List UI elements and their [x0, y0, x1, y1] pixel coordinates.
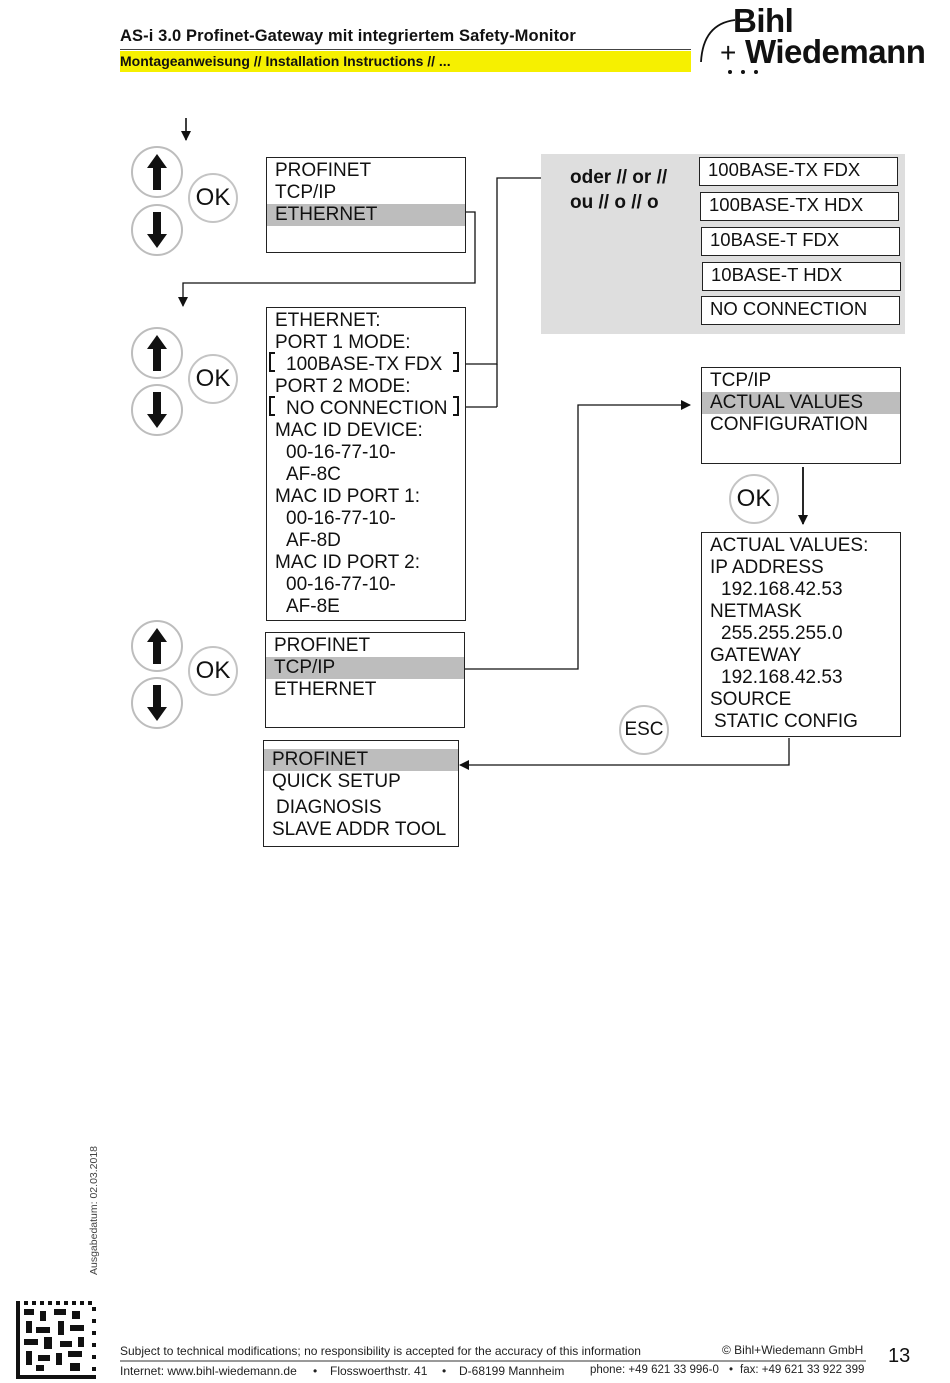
down-button[interactable] — [131, 384, 183, 436]
options-or-label: oder // or // ou // o // o — [570, 165, 667, 215]
footer-website[interactable]: Internet: www.bihl-wiedemann.de — [120, 1364, 297, 1378]
mac-device-value-2: AF-8C — [286, 464, 341, 485]
port2-mode-value[interactable]: NO CONNECTION — [286, 398, 448, 419]
mac-port1-label: MAC ID PORT 1: — [275, 486, 420, 507]
port2-mode-label: PORT 2 MODE: — [275, 376, 411, 397]
arrow-up-icon — [147, 154, 167, 190]
option-100base-tx-hdx[interactable]: 100BASE-TX HDX — [700, 192, 899, 221]
mac-port2-value-2: AF-8E — [286, 596, 340, 617]
footer-copyright: © Bihl+Wiedemann GmbH — [722, 1343, 864, 1357]
mac-device-label: MAC ID DEVICE: — [275, 420, 423, 441]
esc-button[interactable]: ESC — [619, 705, 669, 755]
up-button[interactable] — [131, 620, 183, 672]
document-subtitle: Montageanweisung // Installation Instruc… — [120, 51, 691, 72]
up-button[interactable] — [131, 146, 183, 198]
menu-item-profinet[interactable]: PROFINET — [275, 160, 372, 181]
option-100base-tx-fdx[interactable]: 100BASE-TX FDX — [699, 157, 898, 186]
menu-item-slave-addr-tool[interactable]: SLAVE ADDR TOOL — [272, 819, 447, 840]
gateway-label: GATEWAY — [710, 645, 802, 666]
option-10base-t-hdx[interactable]: 10BASE-T HDX — [702, 262, 901, 291]
mac-port1-value-2: AF-8D — [286, 530, 341, 551]
ok-button[interactable]: OK — [188, 354, 238, 404]
menu-item-profinet[interactable]: PROFINET — [264, 749, 458, 771]
or-label-line1: oder // or // — [570, 167, 668, 188]
arrow-to-options — [462, 173, 556, 365]
display-tcpip-menu: TCP/IP ACTUAL VALUES CONFIGURATION — [701, 367, 901, 464]
source-value: STATIC CONFIG — [714, 711, 858, 732]
ok-button[interactable]: OK — [188, 173, 238, 223]
footer-separator: • — [729, 1364, 734, 1376]
down-button[interactable] — [131, 204, 183, 256]
netmask-label: NETMASK — [710, 601, 802, 622]
footer-street: Flosswoerthstr. 41 — [330, 1364, 428, 1378]
display-menu-tcpip-selected: PROFINET TCP/IP ETHERNET — [265, 632, 465, 728]
display-menu-ethernet-selected: PROFINET TCP/IP ETHERNET — [266, 157, 466, 253]
actual-values-heading: ACTUAL VALUES: — [710, 535, 869, 556]
menu-item-diagnosis[interactable]: DIAGNOSIS — [276, 797, 382, 818]
footer-city: D-68199 Mannheim — [459, 1364, 565, 1378]
arrow-to-profinet-menu — [459, 738, 790, 770]
footer-separator: • — [442, 1364, 447, 1378]
port1-mode-value[interactable]: 100BASE-TX FDX — [286, 354, 443, 375]
menu-item-ethernet[interactable]: ETHERNET — [267, 204, 465, 226]
down-button[interactable] — [131, 677, 183, 729]
display-actual-values: ACTUAL VALUES: IP ADDRESS 192.168.42.53 … — [701, 532, 901, 737]
logo-plus: + — [720, 37, 737, 68]
option-10base-t-fdx[interactable]: 10BASE-T FDX — [701, 227, 900, 256]
ip-address-value: 192.168.42.53 — [721, 579, 843, 600]
arrow-to-tcpip-screen — [465, 400, 691, 670]
page-number: 13 — [888, 1345, 911, 1367]
footer-separator: • — [313, 1364, 318, 1378]
edit-field-brackets — [269, 352, 459, 416]
menu-item-actual-values[interactable]: ACTUAL VALUES — [702, 392, 900, 414]
ok-button[interactable]: OK — [188, 646, 238, 696]
menu-item-ethernet[interactable]: ETHERNET — [274, 679, 377, 700]
footer-fax: fax: +49 621 33 922 399 — [740, 1364, 865, 1376]
arrow-up-icon — [147, 335, 167, 371]
menu-item-configuration[interactable]: CONFIGURATION — [710, 414, 868, 435]
document-title: AS-i 3.0 Profinet-Gateway mit integriert… — [120, 27, 576, 45]
arrow-down-icon — [147, 212, 167, 248]
logo-arc-icon — [700, 19, 736, 63]
or-label-line2: ou // o // o — [570, 192, 659, 213]
menu-item-profinet[interactable]: PROFINET — [274, 635, 371, 656]
arrow-down-icon — [147, 392, 167, 428]
logo-text-wiedemann: Wiedemann — [745, 33, 926, 70]
ok-button[interactable]: OK — [729, 474, 779, 524]
display-profinet-menu: PROFINET QUICK SETUP DIAGNOSIS SLAVE ADD… — [263, 740, 459, 847]
up-button[interactable] — [131, 327, 183, 379]
display-ethernet-settings: ETHERNET: PORT 1 MODE: 100BASE-TX FDX PO… — [266, 307, 466, 621]
tcpip-heading: TCP/IP — [710, 370, 772, 391]
mac-port2-value-1: 00-16-77-10- — [286, 574, 396, 595]
ip-address-label: IP ADDRESS — [710, 557, 824, 578]
mac-port1-value-1: 00-16-77-10- — [286, 508, 396, 529]
logo-text-bihl: Bihl — [733, 2, 794, 39]
arrow-down-icon — [147, 685, 167, 721]
issue-date: Ausgabedatum: 02.03.2018 — [88, 1145, 100, 1275]
port1-mode-label: PORT 1 MODE: — [275, 332, 411, 353]
netmask-value: 255.255.255.0 — [721, 623, 843, 644]
menu-item-quick-setup[interactable]: QUICK SETUP — [272, 771, 401, 792]
ethernet-heading: ETHERNET: — [275, 310, 381, 331]
menu-item-tcpip[interactable]: TCP/IP — [275, 182, 337, 203]
logo-dots-icon — [728, 70, 758, 74]
option-no-connection[interactable]: NO CONNECTION — [701, 296, 900, 325]
mac-port2-label: MAC ID PORT 2: — [275, 552, 420, 573]
arrow-to-ethernet-screen — [178, 211, 476, 307]
datamatrix-code-icon — [16, 1301, 96, 1379]
arrow-up-icon — [147, 628, 167, 664]
source-label: SOURCE — [710, 689, 792, 710]
footer-phone: phone: +49 621 33 996-0 — [590, 1364, 719, 1376]
footer-rule — [120, 1360, 866, 1362]
menu-item-tcpip[interactable]: TCP/IP — [266, 657, 464, 679]
mac-device-value-1: 00-16-77-10- — [286, 442, 396, 463]
header-rule — [120, 49, 691, 50]
footer-disclaimer: Subject to technical modifications; no r… — [120, 1344, 641, 1358]
gateway-value: 192.168.42.53 — [721, 667, 843, 688]
